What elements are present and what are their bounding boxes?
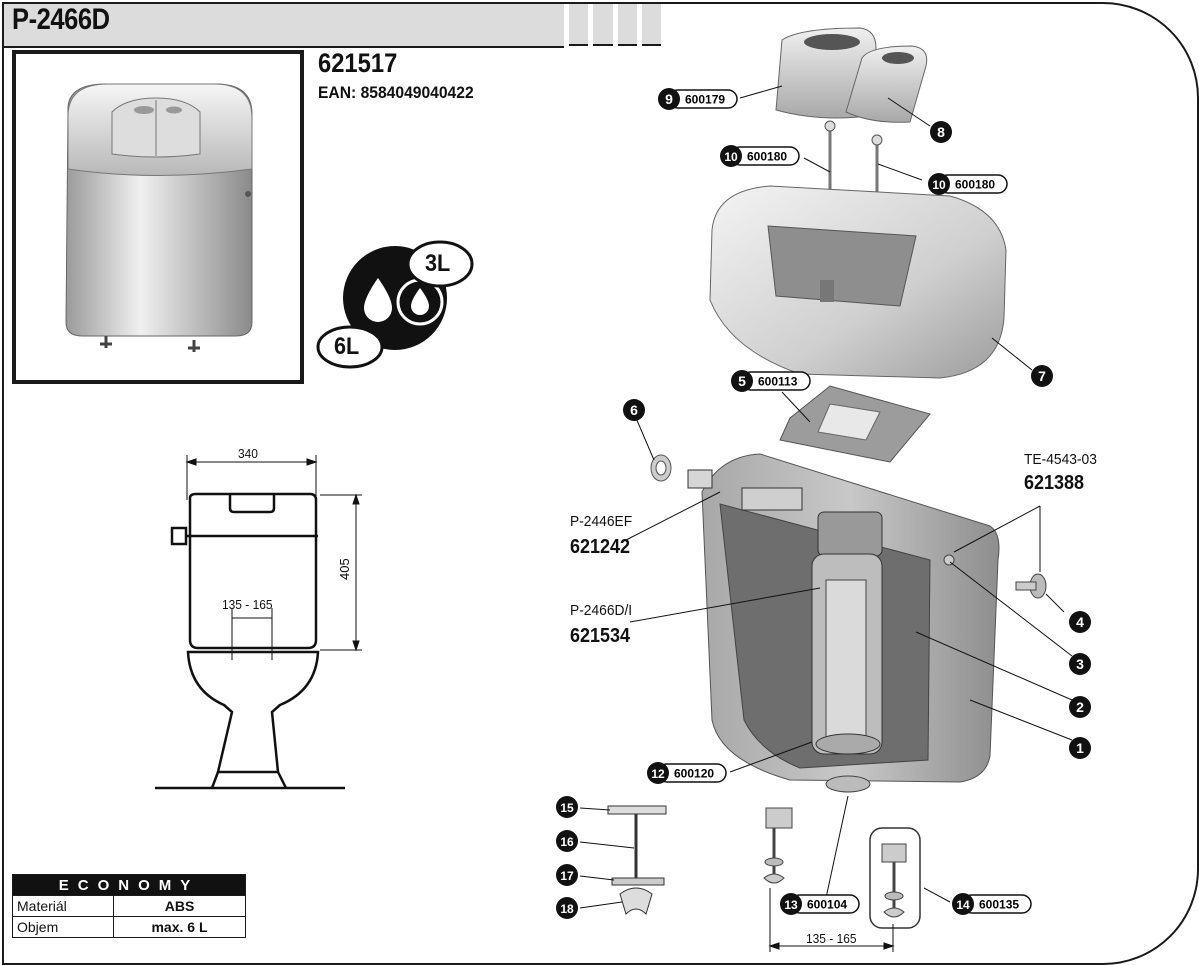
header-stripes bbox=[569, 4, 661, 46]
ref-code-621388: 621388 bbox=[1024, 472, 1085, 494]
spec-label-material: Materiál bbox=[12, 895, 114, 917]
model-title: P-2466D bbox=[12, 3, 110, 36]
cistern-photo bbox=[65, 83, 253, 352]
flush-large-label: 6L bbox=[334, 333, 360, 360]
ean-code: EAN: 8584049040422 bbox=[318, 83, 474, 102]
height-dimension: 405 bbox=[337, 558, 352, 580]
ref-code-621534: 621534 bbox=[570, 625, 631, 647]
ref-label-te-4543-03: TE-4543-03 bbox=[1024, 451, 1097, 468]
spec-table-title: ECONOMY bbox=[12, 874, 246, 896]
product-photo-frame bbox=[12, 50, 304, 384]
bolt-spacing-dimension: 135 - 165 bbox=[806, 931, 857, 946]
flush-small-label: 3L bbox=[425, 250, 451, 277]
product-code: 621517 bbox=[318, 48, 398, 78]
spec-label-volume: Objem bbox=[12, 916, 114, 938]
spec-value-material: ABS bbox=[113, 895, 246, 917]
ref-code-621242: 621242 bbox=[570, 536, 631, 558]
spec-table: ECONOMY Materiál ABS Objem max. 6 L bbox=[12, 874, 246, 938]
ref-label-p-2446ef: P-2446EF bbox=[570, 513, 633, 530]
spec-value-volume: max. 6 L bbox=[113, 916, 246, 938]
width-dimension: 340 bbox=[238, 446, 258, 461]
ref-label-p-2466d-i: P-2466D/I bbox=[570, 602, 633, 619]
bowl-spacing-dimension: 135 - 165 bbox=[222, 597, 273, 612]
header-bar bbox=[4, 4, 564, 48]
